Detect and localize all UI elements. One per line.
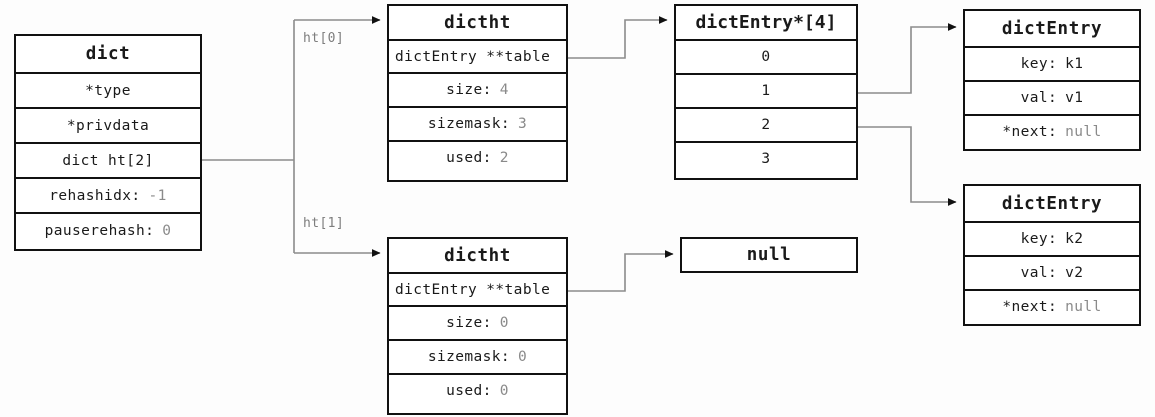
wire-dictht0-table-to-array xyxy=(568,16,668,59)
dictentry-1-header: dictEntry xyxy=(965,11,1139,46)
dictht0-row-used-label: used: xyxy=(446,150,492,166)
dictentry-1-row-next: *next: null xyxy=(965,114,1139,148)
dictentry-2-header: dictEntry xyxy=(965,186,1139,221)
bucket-index-3: 3 xyxy=(676,141,856,175)
wire-dictht1-table-to-null xyxy=(568,250,674,292)
dictht1-row-used: used: 0 xyxy=(389,373,566,407)
dictht1-header: dictht xyxy=(389,239,566,272)
dictentry-2-row-val-label: val: xyxy=(1020,265,1058,281)
dict-row-rehashidx-value: -1 xyxy=(148,187,167,204)
bucket-index-1: 1 xyxy=(676,73,856,107)
null-node: null xyxy=(680,237,858,273)
dictht0-header: dictht xyxy=(389,6,566,39)
dict-node: dict *type *privdata dict ht[2] rehashid… xyxy=(14,34,202,251)
dict-row-type: *type xyxy=(16,72,200,107)
dictht0-row-sizemask-label: sizemask: xyxy=(427,116,511,132)
wire-bucket1-to-entry1 xyxy=(858,23,957,94)
dictentry-2-node: dictEntry key: k2 val: v2 *next: null xyxy=(963,184,1141,326)
dictentry-1-row-key-value: k1 xyxy=(1065,56,1084,72)
dict-row-privdata: *privdata xyxy=(16,107,200,142)
dictht0-node: dictht dictEntry **table size: 4 sizemas… xyxy=(387,4,568,182)
dict-row-ht: dict ht[2] xyxy=(16,142,200,177)
dictht1-row-sizemask-value: 0 xyxy=(518,349,528,365)
dictentry-1-row-next-label: *next: xyxy=(1002,124,1058,140)
dictentry-2-row-key: key: k2 xyxy=(965,221,1139,255)
dictht1-row-size-label: size: xyxy=(446,315,492,331)
dictht0-row-size: size: 4 xyxy=(389,72,566,106)
dictentry-2-row-val-value: v2 xyxy=(1065,265,1084,281)
bucket-array-header: dictEntry*[4] xyxy=(676,6,856,39)
dictentry-1-row-key: key: k1 xyxy=(965,46,1139,80)
dict-row-pauserehash-value: 0 xyxy=(162,222,172,239)
dictentry-2-row-next: *next: null xyxy=(965,289,1139,323)
edge-label-ht1: ht[1] xyxy=(303,216,345,231)
dict-row-type-label: *type xyxy=(85,82,131,99)
dictentry-2-row-key-value: k2 xyxy=(1065,231,1084,247)
dictentry-1-row-val-label: val: xyxy=(1020,90,1058,106)
dictentry-1-row-val: val: v1 xyxy=(965,80,1139,114)
dictentry-1-node: dictEntry key: k1 val: v1 *next: null xyxy=(963,9,1141,151)
dictht1-node: dictht dictEntry **table size: 0 sizemas… xyxy=(387,237,568,415)
dictht1-row-sizemask-label: sizemask: xyxy=(427,349,511,365)
dictht0-row-size-label: size: xyxy=(446,82,492,98)
dictentry-2-row-val: val: v2 xyxy=(965,255,1139,289)
dictht0-row-sizemask: sizemask: 3 xyxy=(389,106,566,140)
dictht1-row-sizemask: sizemask: 0 xyxy=(389,339,566,373)
bucket-array-node: dictEntry*[4] 0 1 2 3 xyxy=(674,4,858,180)
dict-row-privdata-label: *privdata xyxy=(66,117,150,134)
dict-header: dict xyxy=(16,36,200,72)
dictentry-2-row-next-value: null xyxy=(1065,299,1102,315)
null-node-label: null xyxy=(682,239,856,271)
dictht1-row-used-value: 0 xyxy=(499,383,509,399)
dictentry-1-row-val-value: v1 xyxy=(1065,90,1084,106)
dict-row-pauserehash: pauserehash: 0 xyxy=(16,212,200,247)
dictht1-row-size: size: 0 xyxy=(389,305,566,339)
dictht1-row-size-value: 0 xyxy=(499,315,509,331)
dictht0-row-sizemask-value: 3 xyxy=(518,116,528,132)
dictentry-1-row-next-value: null xyxy=(1065,124,1102,140)
dictht1-row-used-label: used: xyxy=(446,383,492,399)
dictentry-2-row-next-label: *next: xyxy=(1002,299,1058,315)
dictentry-1-row-key-label: key: xyxy=(1020,56,1058,72)
dictht0-row-used-value: 2 xyxy=(499,150,509,166)
dictht0-row-used: used: 2 xyxy=(389,140,566,174)
bucket-index-0: 0 xyxy=(676,39,856,73)
dict-row-rehashidx-label: rehashidx: xyxy=(49,187,141,204)
wire-bucket2-to-entry2 xyxy=(858,126,957,206)
edge-label-ht0: ht[0] xyxy=(303,31,345,46)
dictentry-2-row-key-label: key: xyxy=(1020,231,1058,247)
dict-row-rehashidx: rehashidx: -1 xyxy=(16,177,200,212)
dictht0-row-size-value: 4 xyxy=(499,82,509,98)
dictht1-table-row: dictEntry **table xyxy=(389,272,566,305)
dictht0-table-row: dictEntry **table xyxy=(389,39,566,72)
bucket-index-2: 2 xyxy=(676,107,856,141)
dict-row-pauserehash-label: pauserehash: xyxy=(44,222,155,239)
dict-row-ht-label: dict ht[2] xyxy=(62,152,154,169)
